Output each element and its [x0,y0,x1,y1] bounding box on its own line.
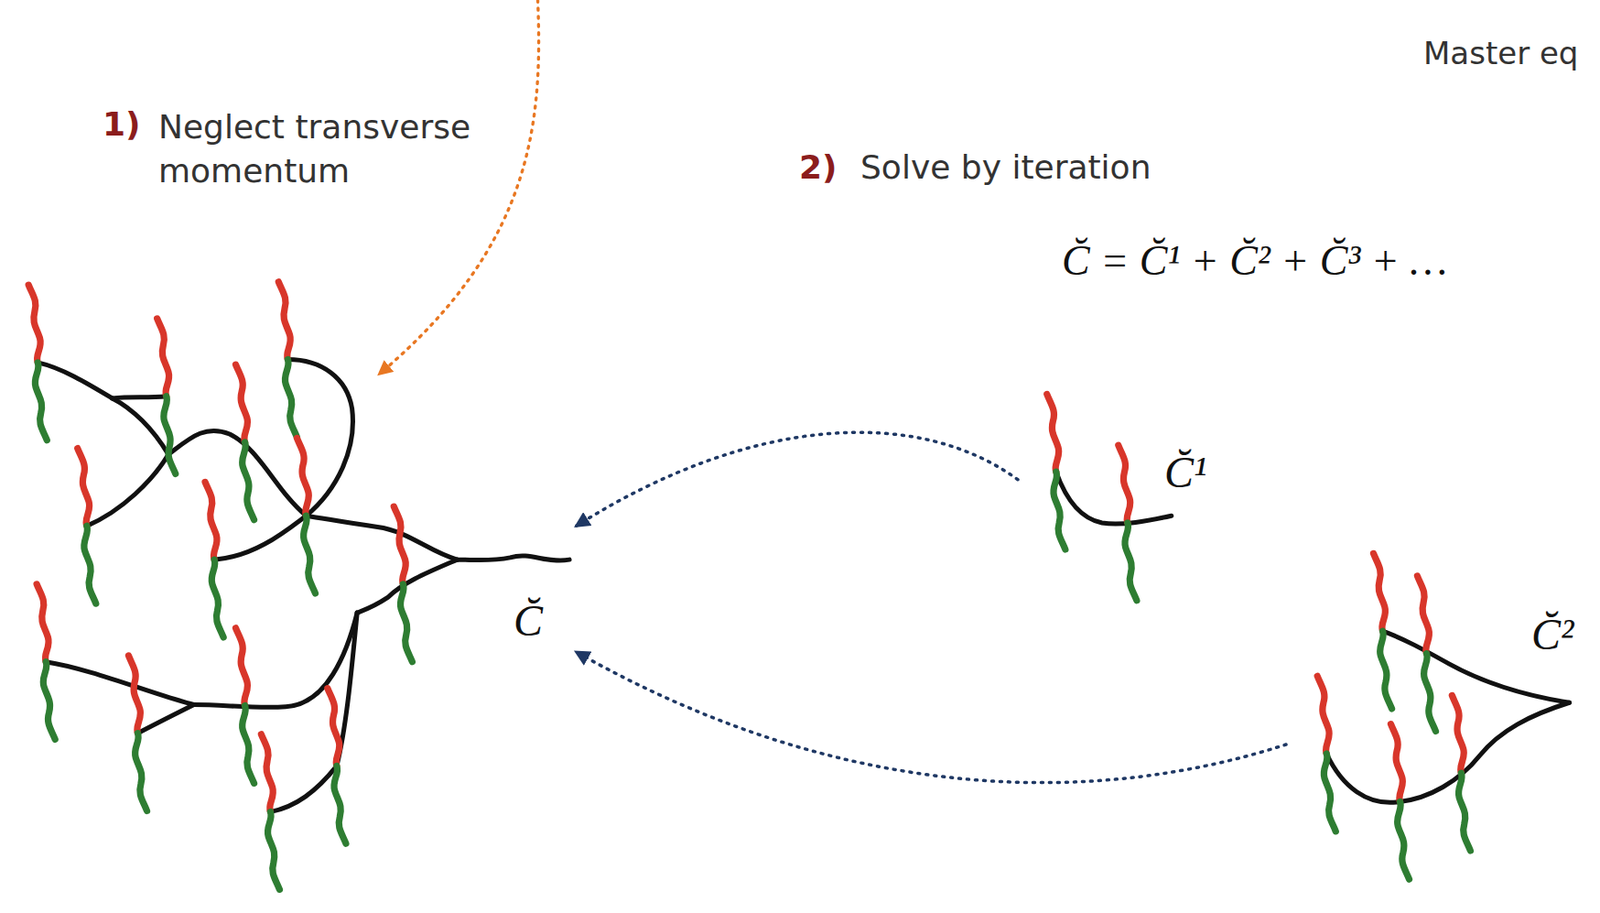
step-text-box: Neglect transverse momentum [158,105,525,194]
step-text: Neglect transverse momentum [158,105,525,194]
dotted-arrow [576,651,1287,782]
figure-symbol: C̆¹ [1164,446,1207,498]
equation-box: C̆ = C̆¹ + C̆² + C̆³ + … [1061,236,1448,285]
step-number: 1) [102,105,141,143]
figure-symbol: C̆ [513,594,543,646]
equation: C̆ = C̆¹ + C̆² + C̆³ + … [1061,236,1448,285]
dotted-arrow [576,432,1018,526]
step-number-box: 1) [102,105,141,143]
step-number: 2) [799,148,838,186]
step-text-box: Solve by iteration [860,148,1151,186]
heading-fragment: Master eq [1423,34,1579,72]
gluon-leaves [28,281,1471,890]
step-number-box: 2) [799,148,838,186]
heading-fragment-box: Master eq [1423,34,1579,72]
diagram-figure: C̆¹ [1017,382,1229,598]
diagram-figure: C̆ [4,260,577,907]
figure-symbol: C̆² [1531,608,1574,660]
leader-arrow [379,0,540,374]
diagram-figure: C̆² [1286,535,1596,902]
step-text: Solve by iteration [860,148,1151,186]
